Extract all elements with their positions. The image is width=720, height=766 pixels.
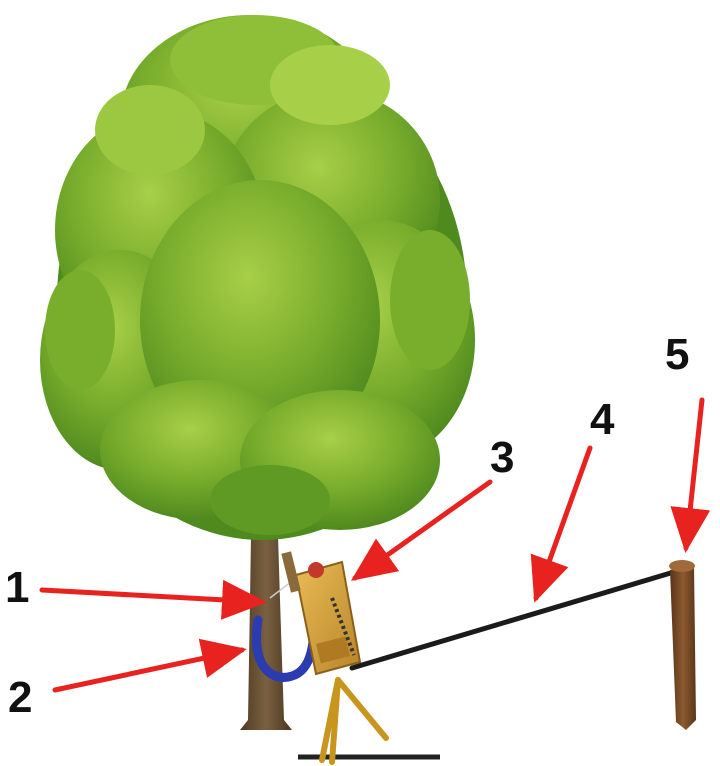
measuring-device <box>281 551 360 674</box>
arrow-1 <box>42 590 262 602</box>
tripod <box>322 680 386 762</box>
label-5: 5 <box>665 333 689 377</box>
label-4: 4 <box>590 398 614 442</box>
label-1: 1 <box>5 566 29 610</box>
label-3: 3 <box>490 436 514 480</box>
label-2: 2 <box>8 676 32 720</box>
arrow-2 <box>55 650 242 690</box>
tree-crown <box>40 15 475 540</box>
pulling-cable <box>352 572 674 668</box>
arrow-5 <box>686 400 702 548</box>
arrow-4 <box>536 448 590 598</box>
anchor-post <box>669 560 696 730</box>
